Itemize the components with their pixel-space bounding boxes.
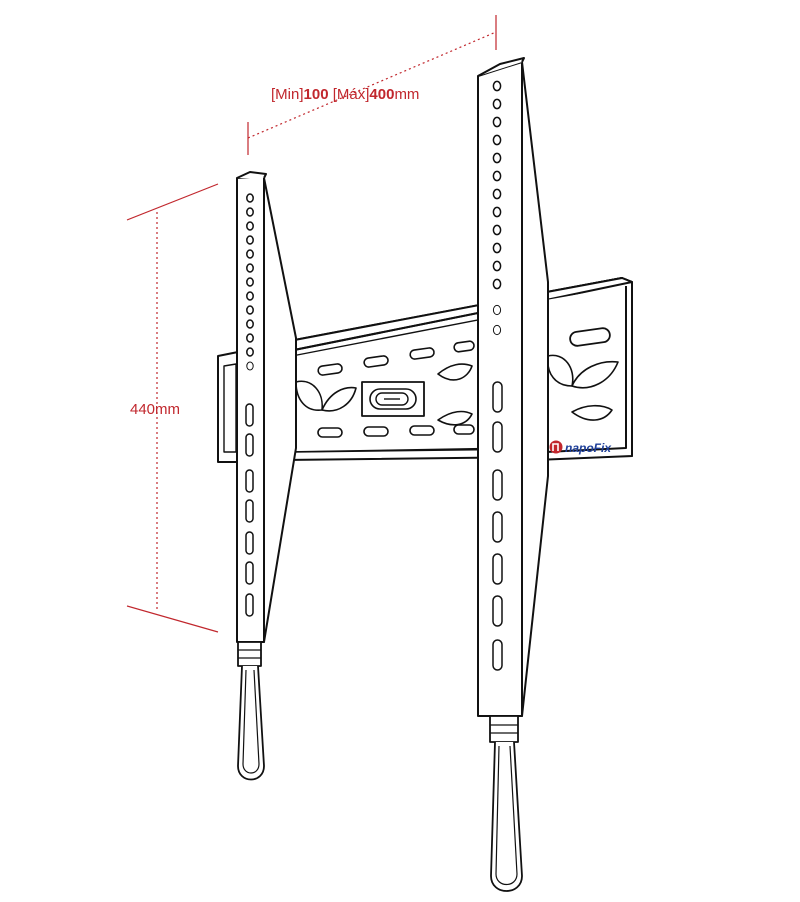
width-dimension-label: [Min]100 [Máx]400mm <box>271 87 419 102</box>
brand-logo-text: napoFix <box>565 441 612 455</box>
left-arm-slots <box>245 403 254 617</box>
left-arm-holes <box>246 193 254 371</box>
right-safety-strap <box>489 715 523 892</box>
height-unit: mm <box>155 401 181 418</box>
width-dimension-line <box>247 31 497 139</box>
leaf-cutouts <box>295 363 473 426</box>
height-dimension-label: 440mm <box>130 402 180 417</box>
max-bracket-label: [Máx] <box>332 86 370 103</box>
wall-plate-left-stub <box>217 351 239 463</box>
lower-slots <box>317 424 475 438</box>
right-arm-holes <box>492 80 502 336</box>
min-width-value: 100 <box>303 86 329 103</box>
height-extension-top <box>126 183 219 221</box>
upper-slots <box>317 340 475 376</box>
napofix-logo: napoFix <box>549 440 612 455</box>
max-width-value: 400 <box>369 86 395 103</box>
height-extension-bottom <box>126 605 219 633</box>
min-bracket-label: [Min] <box>271 86 304 103</box>
dimension-lines <box>126 15 497 633</box>
bubble-level <box>361 381 425 417</box>
height-value: 440 <box>130 401 156 418</box>
right-arm-slots <box>492 381 503 671</box>
left-safety-strap <box>237 641 265 781</box>
right-end-bracket <box>535 277 633 461</box>
right-arm <box>477 57 549 892</box>
width-unit: mm <box>394 86 420 103</box>
left-arm <box>236 171 297 781</box>
